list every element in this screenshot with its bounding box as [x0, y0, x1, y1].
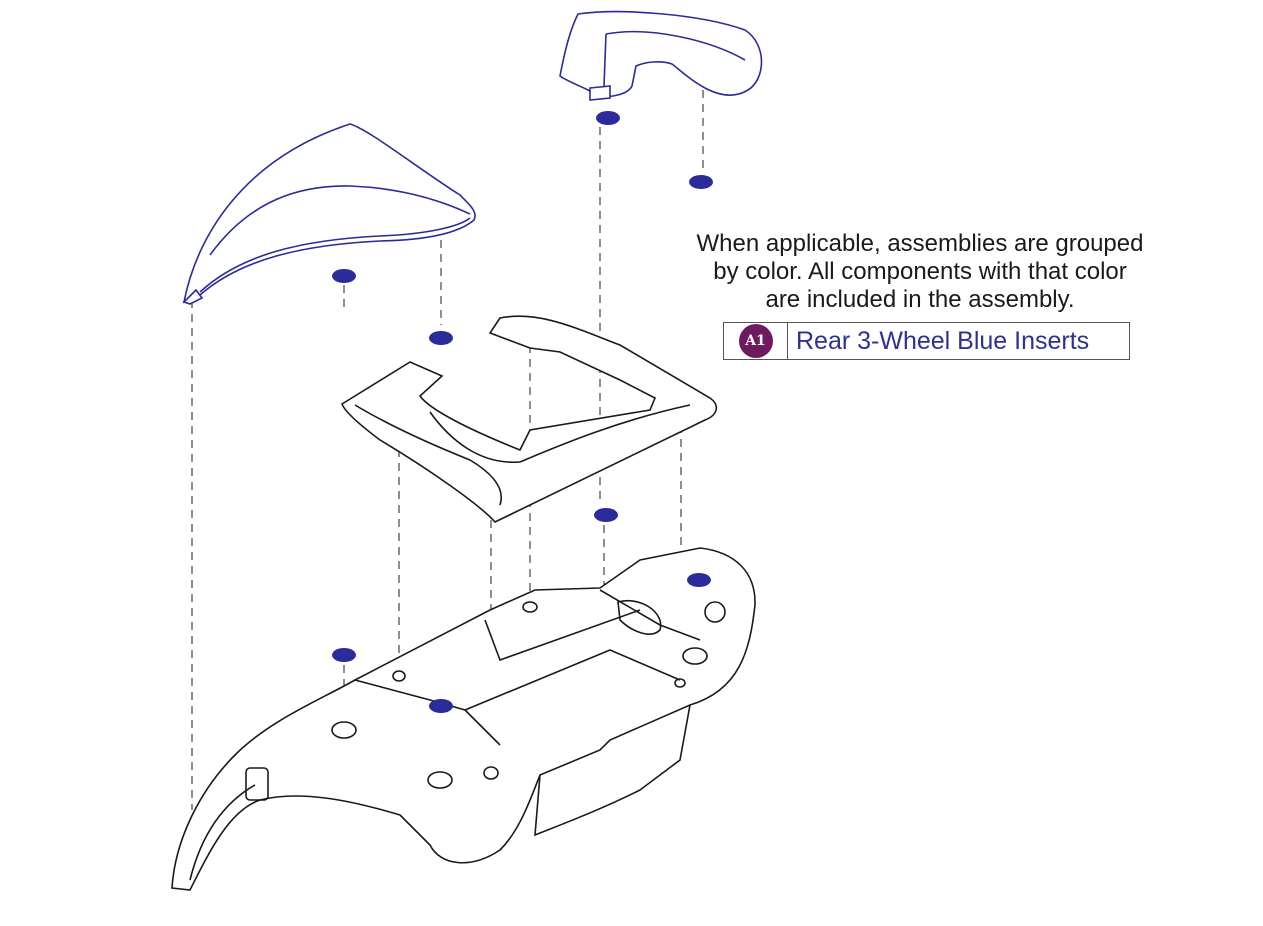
assembly-legend: A1 Rear 3-Wheel Blue Inserts [723, 322, 1130, 360]
fastener-marker [332, 648, 356, 662]
left-blue-shroud [182, 123, 476, 305]
console-plate [341, 315, 718, 523]
fastener-marker [594, 508, 618, 522]
fastener-marker [689, 175, 713, 189]
base-housing [171, 547, 756, 891]
note-line-1: When applicable, assemblies are grouped [696, 230, 1144, 257]
fastener-marker [332, 269, 356, 283]
fastener-marker [687, 573, 711, 587]
fastener-marker [429, 699, 453, 713]
assembly-badge: A1 [738, 324, 773, 358]
note-line-2: by color. All components with that color [713, 258, 1127, 285]
note-line-3: are included in the assembly. [765, 286, 1075, 313]
blue-fastener-markers [332, 111, 713, 713]
fastener-marker [429, 331, 453, 345]
right-blue-shroud [559, 10, 763, 101]
fastener-marker [596, 111, 620, 125]
assembly-note: When applicable, assemblies are grouped … [640, 230, 1200, 314]
legend-badge-cell: A1 [724, 323, 788, 359]
assembly-label: Rear 3-Wheel Blue Inserts [796, 326, 1090, 355]
